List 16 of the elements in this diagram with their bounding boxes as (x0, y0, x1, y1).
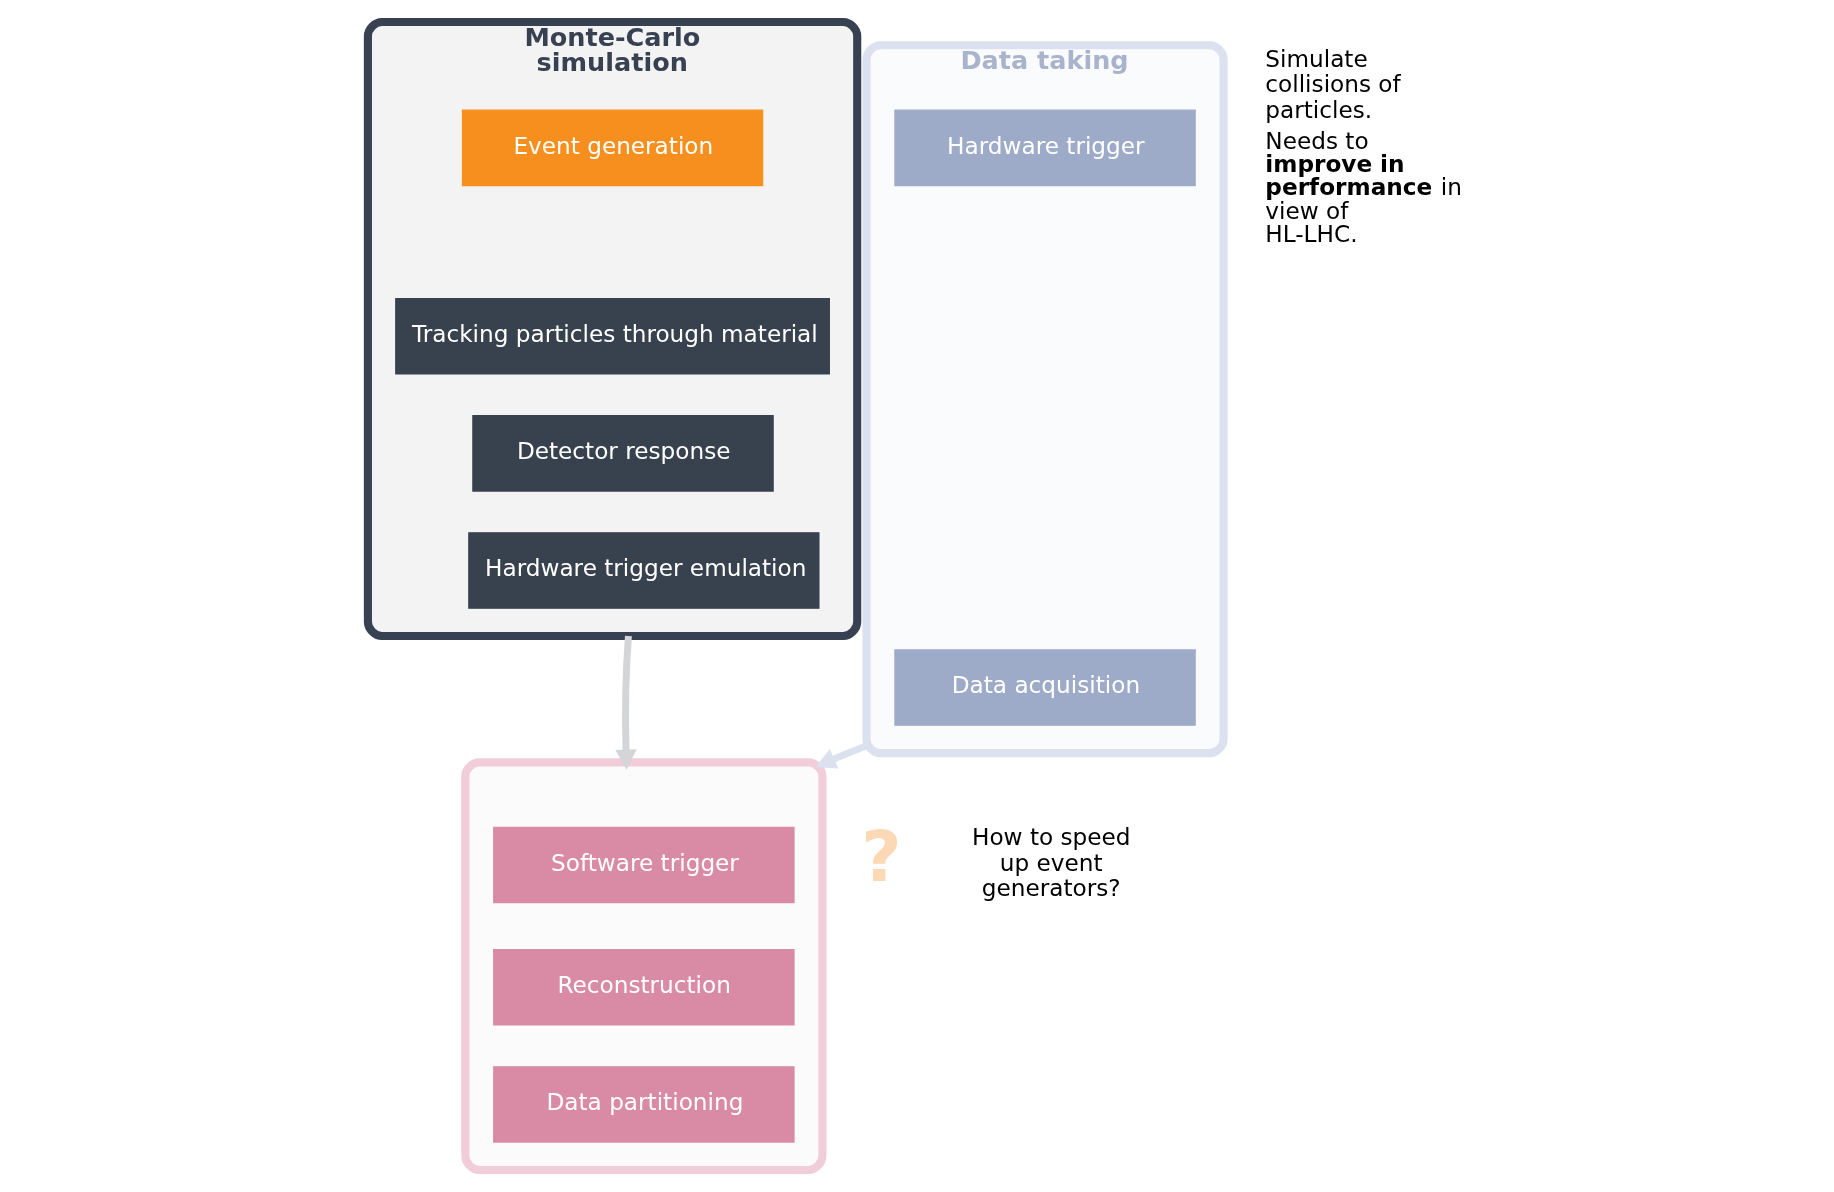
node-box: Hardware trigger emulation (467, 532, 820, 609)
label: Simulate collisions of particles. (1264, 44, 1401, 123)
arrow (815, 742, 868, 769)
node-box: Tracking particles through material (394, 298, 830, 375)
node-box: Reconstruction (492, 949, 795, 1026)
node-box: Event generation (461, 109, 763, 187)
label: Needs to improve in performance in view of HL-LHC. (1264, 127, 1462, 247)
cluster (460, 758, 826, 1174)
node-box: Detector response (471, 415, 774, 492)
node-box: Data partitioning (492, 1066, 795, 1143)
node-box: Data acquisition (893, 649, 1196, 726)
node-box: Software trigger (492, 826, 795, 904)
node-box: Hardware trigger (893, 109, 1196, 187)
label: ? (860, 816, 902, 898)
arrow (614, 635, 637, 770)
label: How to speed up event generators? (971, 823, 1131, 902)
